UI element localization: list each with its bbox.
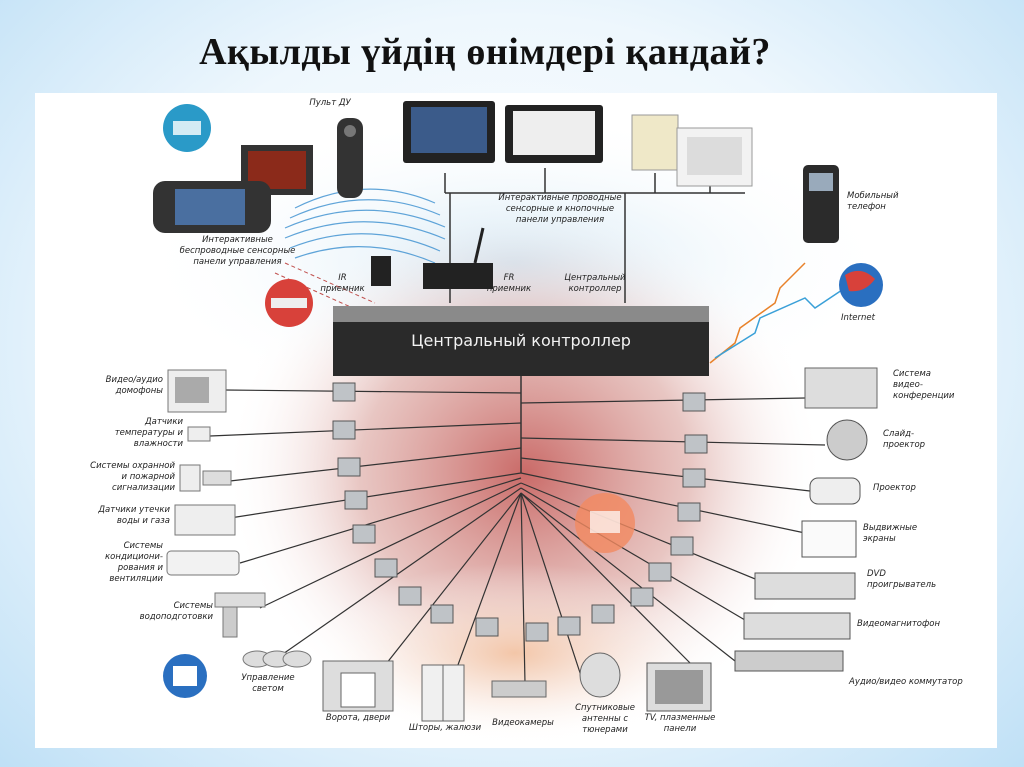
- tv-panel-icon: [646, 662, 712, 712]
- label-wired-panels: Интерактивные проводные сенсорные и кноп…: [498, 193, 622, 225]
- controller-label: Центральный контроллер: [411, 331, 631, 350]
- tablet-icon: [241, 145, 313, 195]
- mobile-phone-icon: [803, 165, 839, 243]
- label-tv: TV, плазменные панели: [644, 713, 716, 734]
- label-intercom: Видео/аудио домофоны: [105, 375, 163, 396]
- label-ir: IR приемник: [320, 273, 365, 294]
- label-switch: Аудио/видео коммутатор: [849, 677, 963, 687]
- dvd-icon: [754, 572, 856, 600]
- label-security: Системы охранной и пожарной сигнализации: [90, 461, 175, 493]
- junction-boxes: [332, 382, 708, 642]
- projector-icon: [809, 477, 861, 505]
- internet-globe-icon: [839, 263, 883, 307]
- videoconf-icon: [804, 367, 878, 409]
- red-device-icon: [265, 279, 313, 327]
- zigzag-internet: [714, 287, 846, 359]
- slide-projector-icon: [826, 419, 868, 461]
- label-mobile: Мобильный телефон: [847, 191, 899, 212]
- wireless-panel-icon: [153, 181, 271, 233]
- smart-home-diagram: Центральный контроллер Пульт ДУ Интеракт…: [35, 93, 997, 748]
- right-wires: [520, 397, 826, 662]
- label-gates: Ворота, двери: [325, 713, 391, 723]
- water-filter-icon: [214, 592, 266, 638]
- satellite-icon: [579, 652, 621, 698]
- ac-unit-icon: [166, 550, 240, 576]
- slide-title: Ақылды үйдің өнімдері қандай?: [199, 31, 771, 73]
- zigzag-phone: [709, 262, 806, 364]
- label-internet: Internet: [841, 313, 875, 323]
- label-screens: Выдвижные экраны: [863, 523, 918, 544]
- peach-device-icon: [575, 493, 635, 553]
- label-blinds: Шторы, жалюзи: [408, 723, 482, 733]
- security-sensor-icon: [179, 464, 232, 492]
- keypad-icon: [631, 114, 679, 171]
- controller-body: [333, 322, 709, 376]
- remote-control-icon: [337, 118, 363, 198]
- fr-receiver-icon: [423, 227, 493, 289]
- left-wires: [209, 389, 701, 689]
- gate-icon: [322, 660, 394, 712]
- label-central: Центральный контроллер: [564, 273, 626, 294]
- house-icon: [163, 654, 207, 698]
- label-light: Управление светом: [241, 673, 295, 694]
- wall-switch-icon: [676, 127, 753, 187]
- peach-glow: [315, 563, 715, 743]
- ir-receiver-icon: [371, 256, 391, 286]
- label-hvac: Системы кондициони- рования и вентиляции: [105, 541, 163, 584]
- av-switch-icon: [734, 650, 844, 672]
- touch-panel-icon: [505, 105, 603, 163]
- label-cameras: Видеокамеры: [492, 718, 554, 728]
- label-slide: Слайд- проектор: [883, 429, 926, 450]
- vcr-icon: [743, 612, 851, 640]
- tv-globe-icon: [163, 104, 211, 152]
- leak-sensor-icon: [174, 504, 236, 536]
- label-vcr: Видеомагнитофон: [857, 619, 941, 629]
- label-remote: Пульт ДУ: [309, 98, 351, 108]
- label-wireless-panels: Интерактивные беспроводные сенсорные пан…: [179, 235, 296, 267]
- label-leak: Датчики утечки воды и газа: [98, 505, 170, 526]
- intercom-icon: [167, 369, 227, 413]
- screen-icon: [801, 520, 857, 558]
- label-water: Системы водоподготовки: [139, 601, 213, 622]
- label-dvd: DVD проигрыватель: [867, 569, 937, 590]
- label-videoconf: Система видео- конференции: [893, 369, 955, 401]
- label-projector: Проектор: [873, 483, 916, 493]
- wall-display-icon: [403, 101, 495, 163]
- diagram-canvas: [135, 101, 895, 743]
- blinds-icon: [421, 664, 465, 722]
- label-fr: FR приемник: [486, 273, 532, 294]
- wifi-waves: [284, 188, 446, 264]
- camera-icon: [491, 680, 547, 698]
- label-temp: Датчики температуры и влажности: [114, 417, 183, 449]
- temp-sensor-icon: [187, 426, 211, 442]
- lights-icon: [242, 650, 312, 668]
- controller-top: [333, 306, 709, 324]
- label-satellite: Спутниковые антенны с тюнерами: [575, 703, 635, 735]
